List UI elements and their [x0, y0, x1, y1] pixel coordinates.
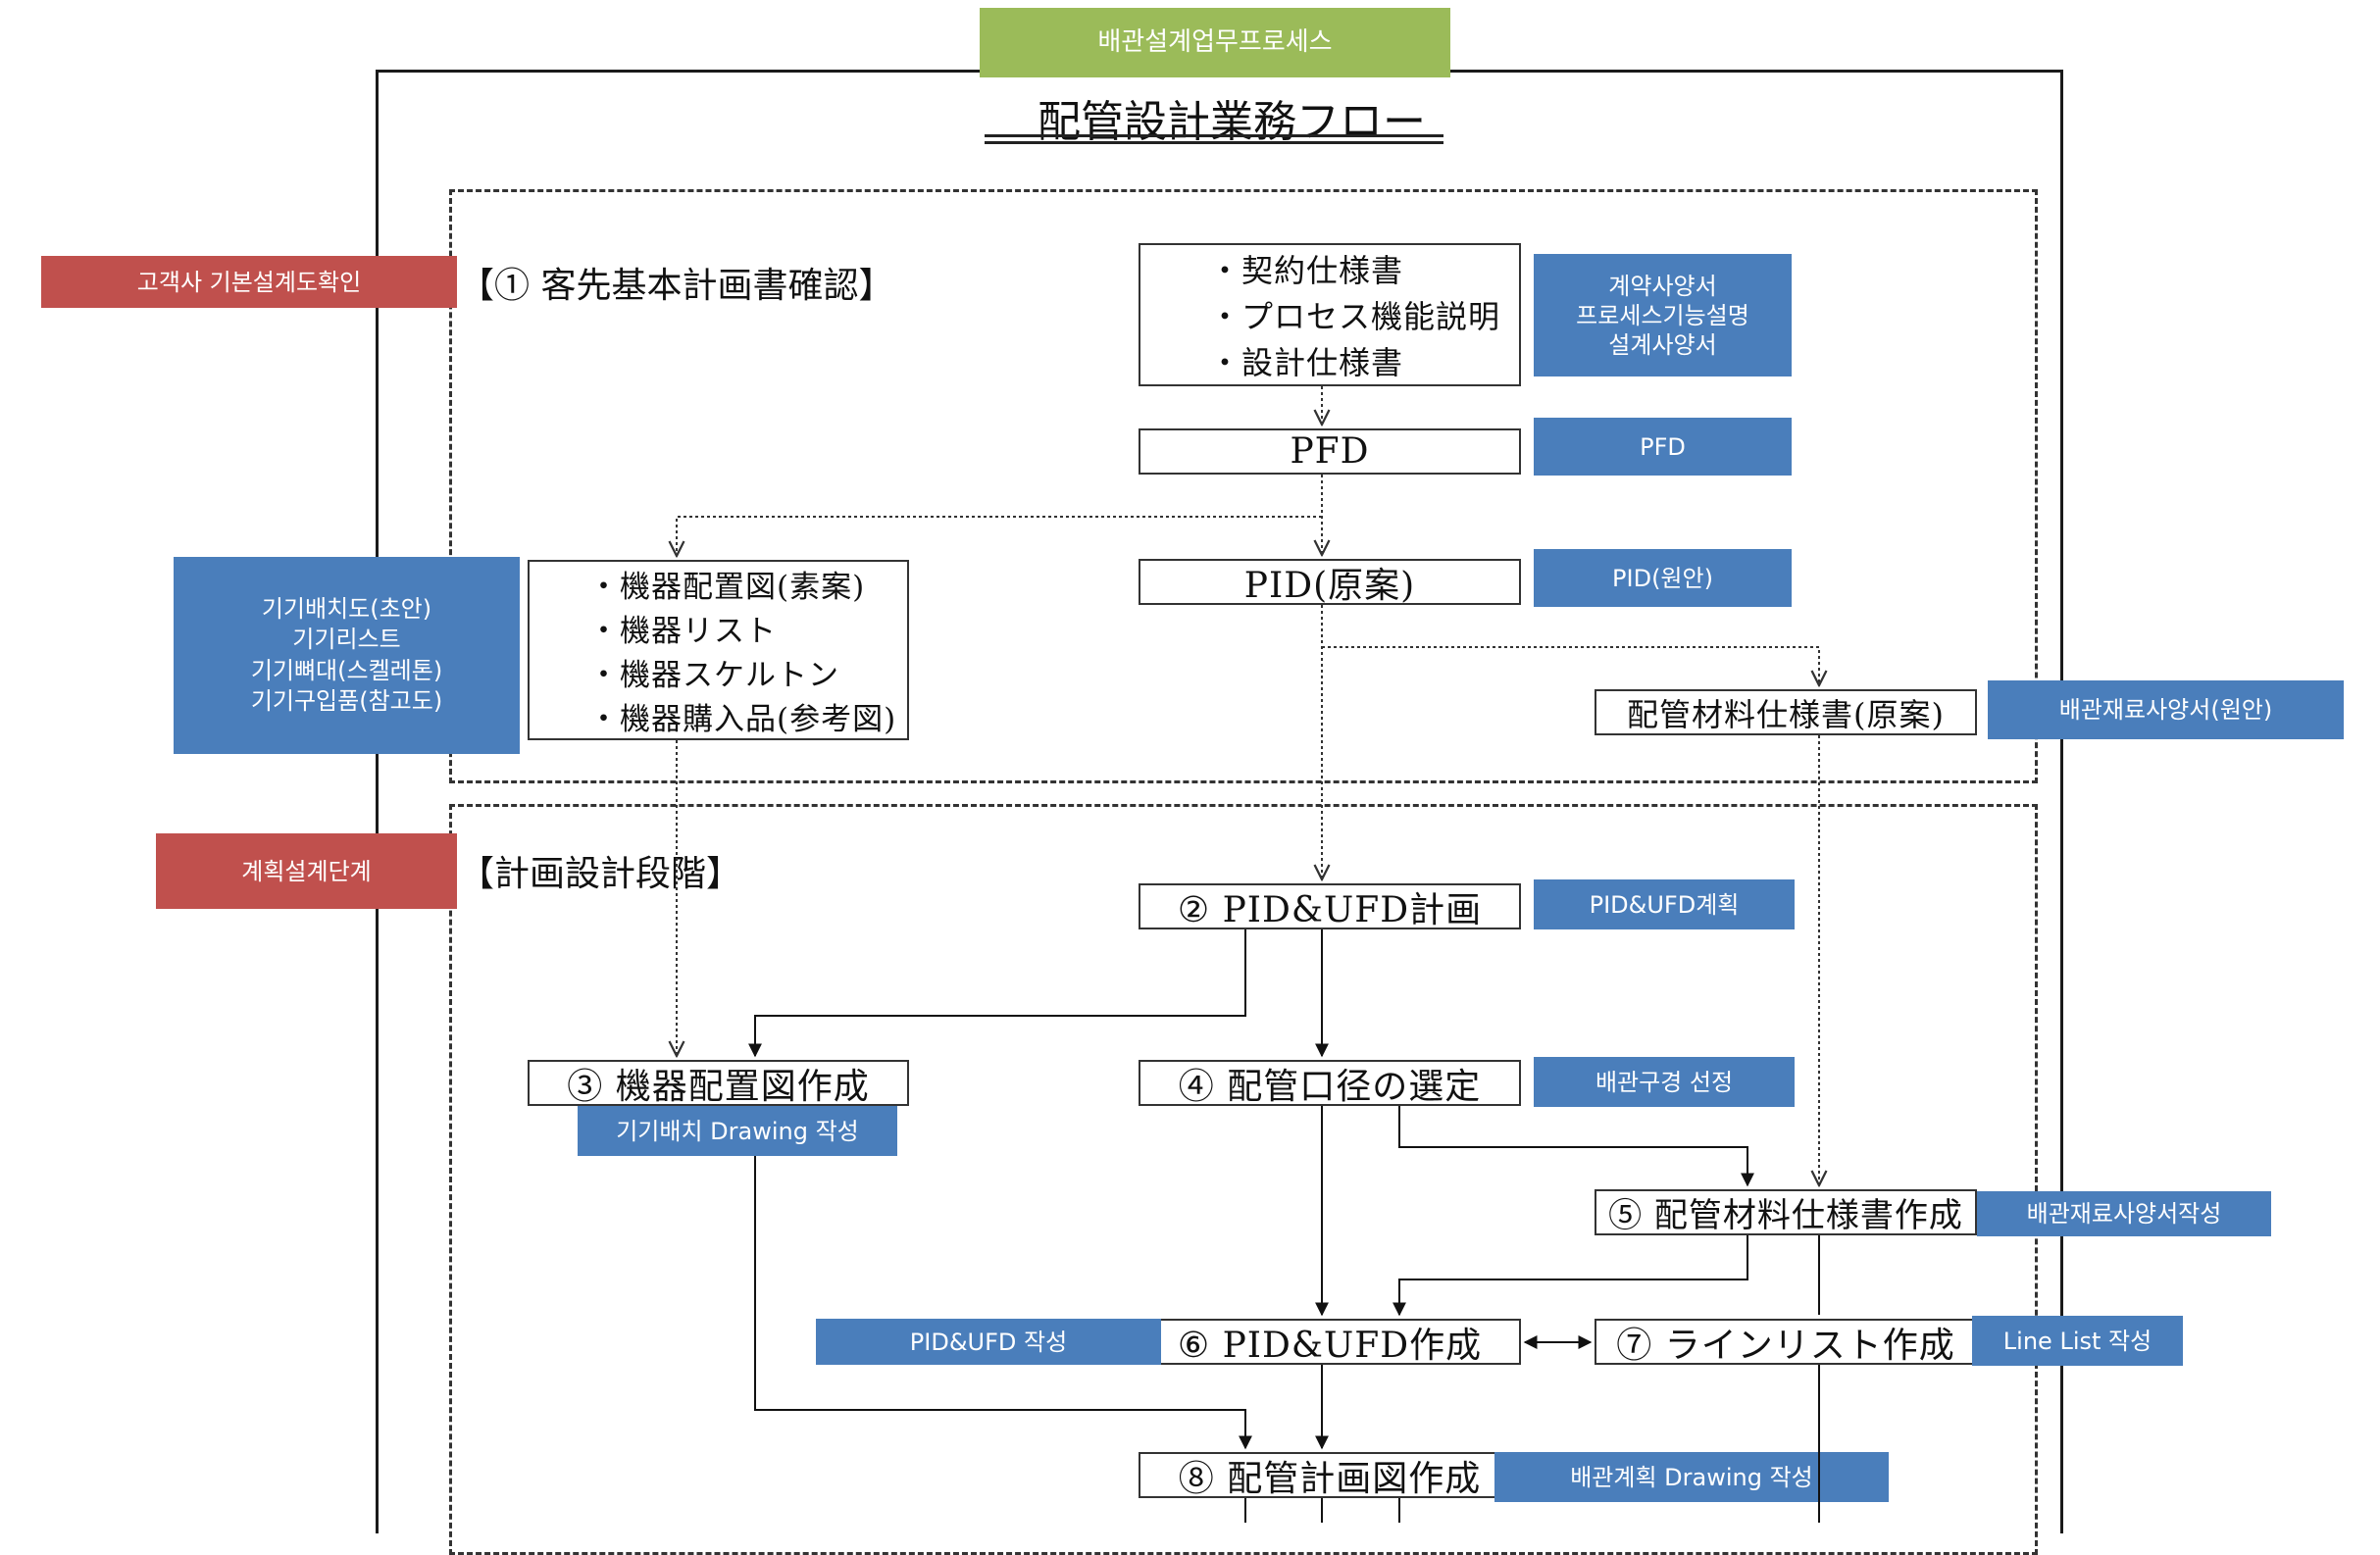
pid-draft-to-material-spec-connector — [1322, 646, 1819, 685]
step-5-to-step-6-connector — [1393, 1235, 1748, 1317]
step-6-box: ⑥ PID&UFD作成 — [1139, 1319, 1521, 1366]
step-3-to-step-8-connector — [754, 1156, 1252, 1450]
pfd-to-equipment-connector — [677, 516, 1322, 556]
spec-label-line: 설계사양서 — [1608, 330, 1717, 359]
step-7-box: ⑦ ラインリスト作成 — [1595, 1319, 1977, 1366]
equipment-line: ・機器リスト — [588, 614, 777, 649]
step-2-label: PID&UFD계획 — [1534, 879, 1795, 929]
step-4-box: ④ 配管口径の選定 — [1139, 1060, 1521, 1107]
spec-line: ・プロセス機能説明 — [1209, 297, 1501, 335]
pid-draft-box: PID(原案) — [1139, 559, 1521, 606]
process-banner: 배관설계업무프로세스 — [980, 8, 1450, 77]
step-4-label: 배관구경 선정 — [1534, 1057, 1795, 1107]
equipment-label-line: 기기리스트 — [292, 626, 401, 654]
step-8-box: ⑧ 配管計画図作成 — [1139, 1452, 1521, 1499]
step-2-box: ② PID&UFD計画 — [1139, 883, 1521, 930]
title-underline-2 — [985, 141, 1443, 144]
flow-diagram: 배관설계업무프로세스 配管設計業務フロー 【① 客先基本計画書確認】 고객사 기… — [0, 8, 2380, 1555]
equipment-line: ・機器スケルトン — [588, 658, 839, 693]
equipment-label-line: 기기구입품(참고도) — [250, 686, 443, 715]
connector-arrows — [0, 386, 2380, 1523]
step-3-label: 기기배치 Drawing 작성 — [578, 1106, 897, 1156]
section-1-label: 고객사 기본설계도확인 — [41, 256, 457, 308]
step-5-box: ⑤ 配管材料仕様書作成 — [1595, 1189, 1977, 1235]
step-7-label: Line List 작성 — [1972, 1316, 2183, 1366]
equipment-documents-label: 기기배치도(초안) 기기리스트 기기뼈대(스켈레톤) 기기구입품(참고도) — [174, 557, 520, 754]
pid-draft-label: PID(원안) — [1534, 549, 1792, 607]
material-spec-draft-label: 배관재료사양서(원안) — [1988, 680, 2344, 739]
spec-label-line: 계약사양서 — [1608, 272, 1717, 300]
equipment-line: ・機器購入品(参考図) — [588, 702, 897, 737]
step-8-label: 배관계획 Drawing 작성 — [1494, 1452, 1889, 1502]
page-title: 配管設計業務フロー — [1038, 97, 1426, 147]
step-6-label: PID&UFD 작성 — [816, 1319, 1161, 1365]
step-2-to-step-3-connector — [748, 929, 1246, 1058]
section-1-title: 【① 客先基本計画書確認】 — [459, 266, 894, 306]
section-1-region — [449, 189, 2038, 783]
equipment-line: ・機器配置図(素案) — [588, 570, 866, 605]
material-spec-draft-box: 配管材料仕様書(原案) — [1595, 689, 1977, 735]
equipment-label-line: 기기뼈대(스켈레톤) — [250, 656, 443, 684]
spec-line: ・設計仕様書 — [1209, 344, 1404, 382]
step-5-label: 배관재료사양서작성 — [1977, 1191, 2271, 1236]
title-underline — [985, 134, 1443, 137]
equipment-documents-box: ・機器配置図(素案) ・機器リスト ・機器スケルトン ・機器購入品(参考図) — [528, 560, 909, 740]
pfd-box: PFD — [1139, 428, 1521, 475]
spec-documents-box: ・契約仕様書 ・プロセス機能説明 ・設計仕様書 — [1139, 243, 1521, 386]
step-3-box: ③ 機器配置図作成 — [528, 1060, 909, 1107]
spec-documents-label: 계약사양서 프로세스기능설명 설계사양서 — [1534, 254, 1792, 376]
pfd-label: PFD — [1534, 418, 1792, 476]
spec-line: ・契約仕様書 — [1209, 251, 1404, 289]
equipment-label-line: 기기배치도(초안) — [261, 595, 432, 624]
spec-label-line: 프로세스기능설명 — [1576, 301, 1749, 329]
section-2-label: 계획설계단계 — [156, 833, 457, 909]
step-4-to-step-5-connector — [1398, 1106, 1754, 1187]
section-2-title: 【計画設計段階】 — [459, 854, 742, 894]
